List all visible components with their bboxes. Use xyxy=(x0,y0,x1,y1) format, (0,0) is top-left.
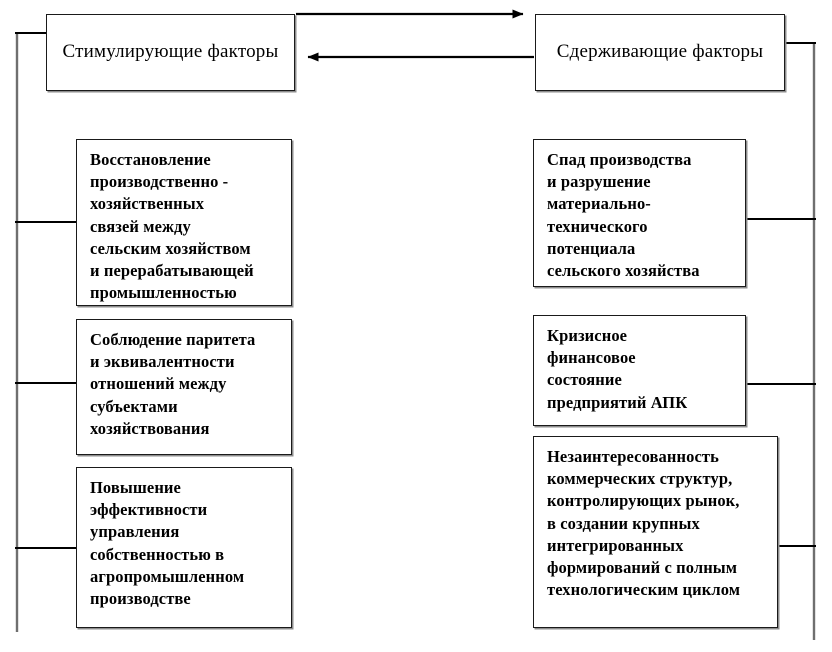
left-bracket-spine xyxy=(15,32,77,632)
node-left-item-2-label: Соблюдение паритета и эквивалентности от… xyxy=(90,330,256,438)
node-right-item-3-label: Незаинтересованность коммерческих структ… xyxy=(547,447,741,600)
node-left-item-1-label: Восстановление производственно - хозяйст… xyxy=(90,150,254,303)
node-right-item-1[interactable]: Спад производства и разрушение материаль… xyxy=(533,139,746,287)
node-stimulating-factors[interactable]: Стимулирующие факторы xyxy=(46,14,295,91)
node-left-item-1[interactable]: Восстановление производственно - хозяйст… xyxy=(76,139,292,306)
node-stimulating-factors-label: Стимулирующие факторы xyxy=(62,41,279,63)
node-right-item-2-label: Кризисное финансовое состояние предприят… xyxy=(547,326,688,412)
node-left-item-2[interactable]: Соблюдение паритета и эквивалентности от… xyxy=(76,319,292,455)
node-left-item-3[interactable]: Повышение эффективности управления собст… xyxy=(76,467,292,628)
node-restraining-factors-label: Сдерживающие факторы xyxy=(556,41,764,63)
node-right-item-2[interactable]: Кризисное финансовое состояние предприят… xyxy=(533,315,746,426)
node-restraining-factors[interactable]: Сдерживающие факторы xyxy=(535,14,785,91)
node-right-item-1-label: Спад производства и разрушение материаль… xyxy=(547,150,700,280)
node-left-item-3-label: Повышение эффективности управления собст… xyxy=(90,478,245,608)
node-right-item-3[interactable]: Незаинтересованность коммерческих структ… xyxy=(533,436,778,628)
